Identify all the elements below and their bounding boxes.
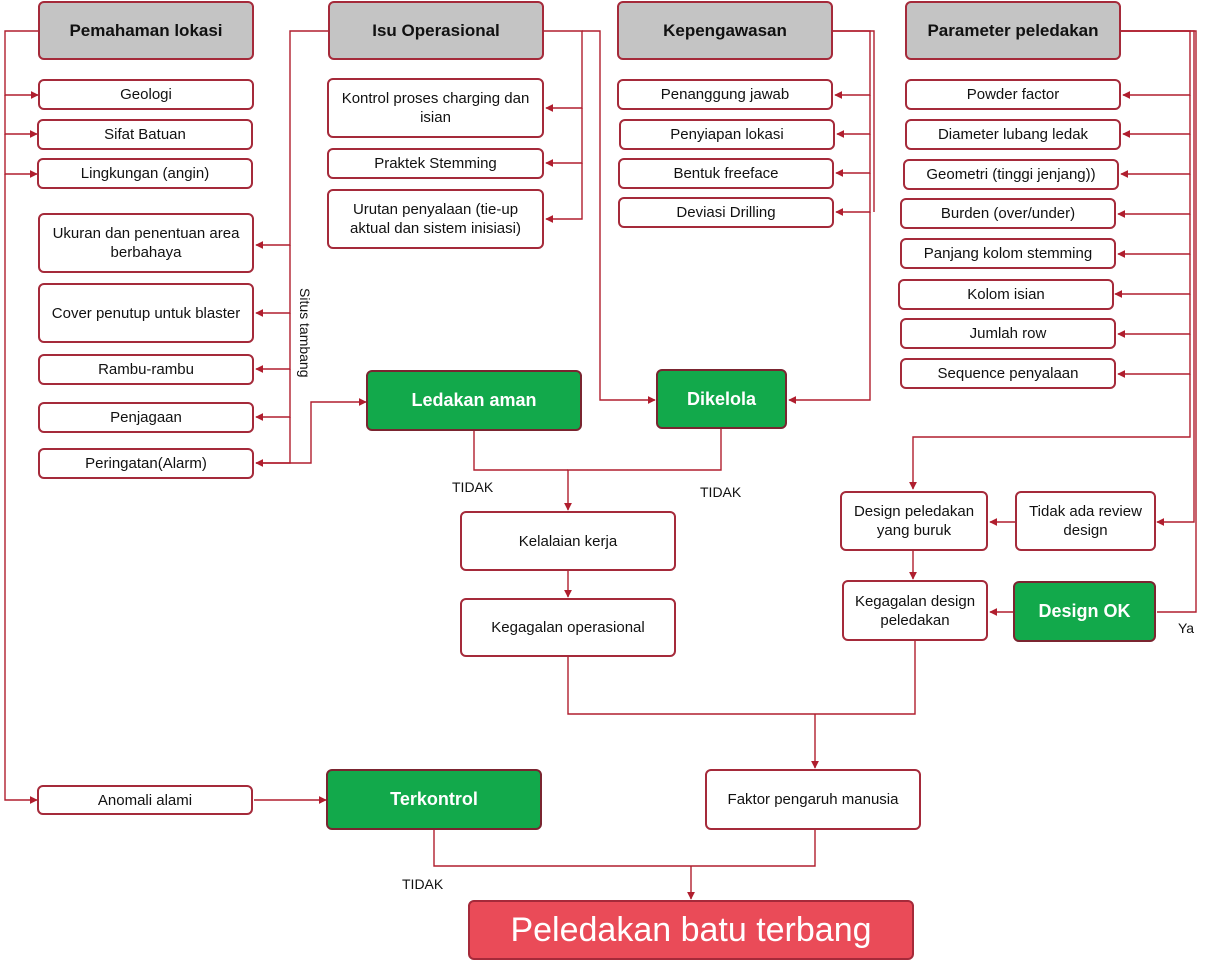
edge-label-ya: Ya [1178, 620, 1195, 636]
result-label: Peledakan batu terbang [510, 911, 872, 949]
node-sequence-penyalaan: Sequence penyalaan [900, 358, 1116, 389]
node-deviasi-drilling: Deviasi Drilling [618, 197, 834, 228]
node-label: Faktor pengaruh manusia [727, 791, 899, 808]
node-cover-penutup: Cover penutup untuk blaster [38, 283, 254, 343]
node-praktek-stemming: Praktek Stemming [327, 148, 544, 179]
node-label: Cover penutup untuk blaster [51, 304, 241, 322]
node-label: Praktek Stemming [374, 155, 497, 172]
node-label: Kegagalan design peledakan [854, 592, 976, 629]
header-parameter-peledakan: Parameter peledakan [905, 1, 1121, 60]
node-faktor-manusia: Faktor pengaruh manusia [705, 769, 921, 830]
node-dikelola: Dikelola [656, 369, 787, 429]
node-label: Panjang kolom stemming [923, 245, 1093, 262]
node-jumlah-row: Jumlah row [900, 318, 1116, 349]
node-label: Rambu-rambu [98, 361, 194, 378]
situs-tambang-label: Situs tambang [297, 288, 313, 378]
node-geometri: Geometri (tinggi jenjang)) [903, 159, 1119, 190]
node-penjagaan: Penjagaan [38, 402, 254, 433]
node-penanggung-jawab: Penanggung jawab [617, 79, 833, 110]
node-label: Penanggung jawab [660, 86, 790, 103]
header-label: Kepengawasan [663, 20, 787, 40]
header-kepengawasan: Kepengawasan [617, 1, 833, 60]
node-peringatan: Peringatan(Alarm) [38, 448, 254, 479]
node-powder-factor: Powder factor [905, 79, 1121, 110]
node-bentuk-freeface: Bentuk freeface [618, 158, 834, 189]
node-label: Kelalaian kerja [518, 532, 618, 550]
node-kegagalan-design: Kegagalan design peledakan [842, 580, 988, 641]
node-label: Terkontrol [390, 789, 478, 809]
node-lingkungan: Lingkungan (angin) [37, 158, 253, 189]
node-kolom-isian: Kolom isian [898, 279, 1114, 310]
node-label: Jumlah row [969, 325, 1047, 342]
node-panjang-kolom: Panjang kolom stemming [900, 238, 1116, 269]
node-burden: Burden (over/under) [900, 198, 1116, 229]
node-label: Ukuran dan penentuan area berbahaya [52, 225, 240, 261]
node-penyiapan-lokasi: Penyiapan lokasi [619, 119, 835, 150]
node-label: Powder factor [966, 86, 1060, 103]
node-geologi: Geologi [38, 79, 254, 110]
node-label: Anomali alami [97, 791, 193, 809]
node-kelalaian-kerja: Kelalaian kerja [460, 511, 676, 571]
header-pemahaman-lokasi: Pemahaman lokasi [38, 1, 254, 60]
node-label: Peringatan(Alarm) [85, 455, 207, 472]
node-anomali-alami: Anomali alami [37, 785, 253, 815]
node-label: Urutan penyalaan (tie-up aktual dan sist… [350, 201, 521, 237]
node-label: Kegagalan operasional [491, 619, 645, 636]
node-label: Geometri (tinggi jenjang)) [926, 166, 1096, 183]
node-peledakan-batu-terbang: Peledakan batu terbang [468, 900, 914, 960]
node-label: Design OK [1038, 601, 1131, 621]
header-isu-operasional: Isu Operasional [328, 1, 544, 60]
node-label: Deviasi Drilling [676, 204, 776, 221]
node-label: Lingkungan (angin) [80, 165, 210, 182]
node-label: Tidak ada review design [1029, 503, 1142, 539]
node-tidak-review: Tidak ada review design [1015, 491, 1156, 551]
node-design-buruk: Design peledakan yang buruk [840, 491, 988, 551]
node-label: Diameter lubang ledak [937, 126, 1089, 143]
edge-label-tidak: TIDAK [452, 479, 494, 495]
edge-label-tidak: TIDAK [402, 876, 444, 892]
node-label: Design peledakan yang buruk [853, 503, 975, 539]
node-urutan-penyalaan: Urutan penyalaan (tie-up aktual dan sist… [327, 189, 544, 249]
node-kontrol-charging: Kontrol proses charging dan isian [327, 78, 544, 138]
node-rambu-rambu: Rambu-rambu [38, 354, 254, 385]
edge-label-tidak: TIDAK [700, 484, 742, 500]
node-label: Ledakan aman [411, 390, 537, 410]
node-kegagalan-operasional: Kegagalan operasional [460, 598, 676, 657]
node-design-ok: Design OK [1013, 581, 1156, 642]
header-label: Parameter peledakan [927, 20, 1099, 40]
node-diameter-lubang: Diameter lubang ledak [905, 119, 1121, 150]
node-label: Penyiapan lokasi [670, 126, 784, 143]
node-label: Dikelola [686, 388, 757, 409]
header-label: Pemahaman lokasi [69, 20, 223, 40]
node-label: Burden (over/under) [940, 205, 1076, 222]
node-terkontrol: Terkontrol [326, 769, 542, 830]
node-label: Kontrol proses charging dan isian [341, 90, 530, 126]
node-label: Geologi [120, 86, 172, 103]
node-label: Sifat Batuan [104, 126, 186, 143]
node-ledakan-aman: Ledakan aman [366, 370, 582, 431]
node-ukuran-area: Ukuran dan penentuan area berbahaya [38, 213, 254, 273]
node-label: Bentuk freeface [673, 165, 779, 182]
header-label: Isu Operasional [372, 20, 500, 40]
node-sifat-batuan: Sifat Batuan [37, 119, 253, 150]
node-label: Kolom isian [967, 286, 1045, 303]
node-label: Sequence penyalaan [937, 365, 1079, 382]
node-label: Penjagaan [110, 409, 182, 426]
